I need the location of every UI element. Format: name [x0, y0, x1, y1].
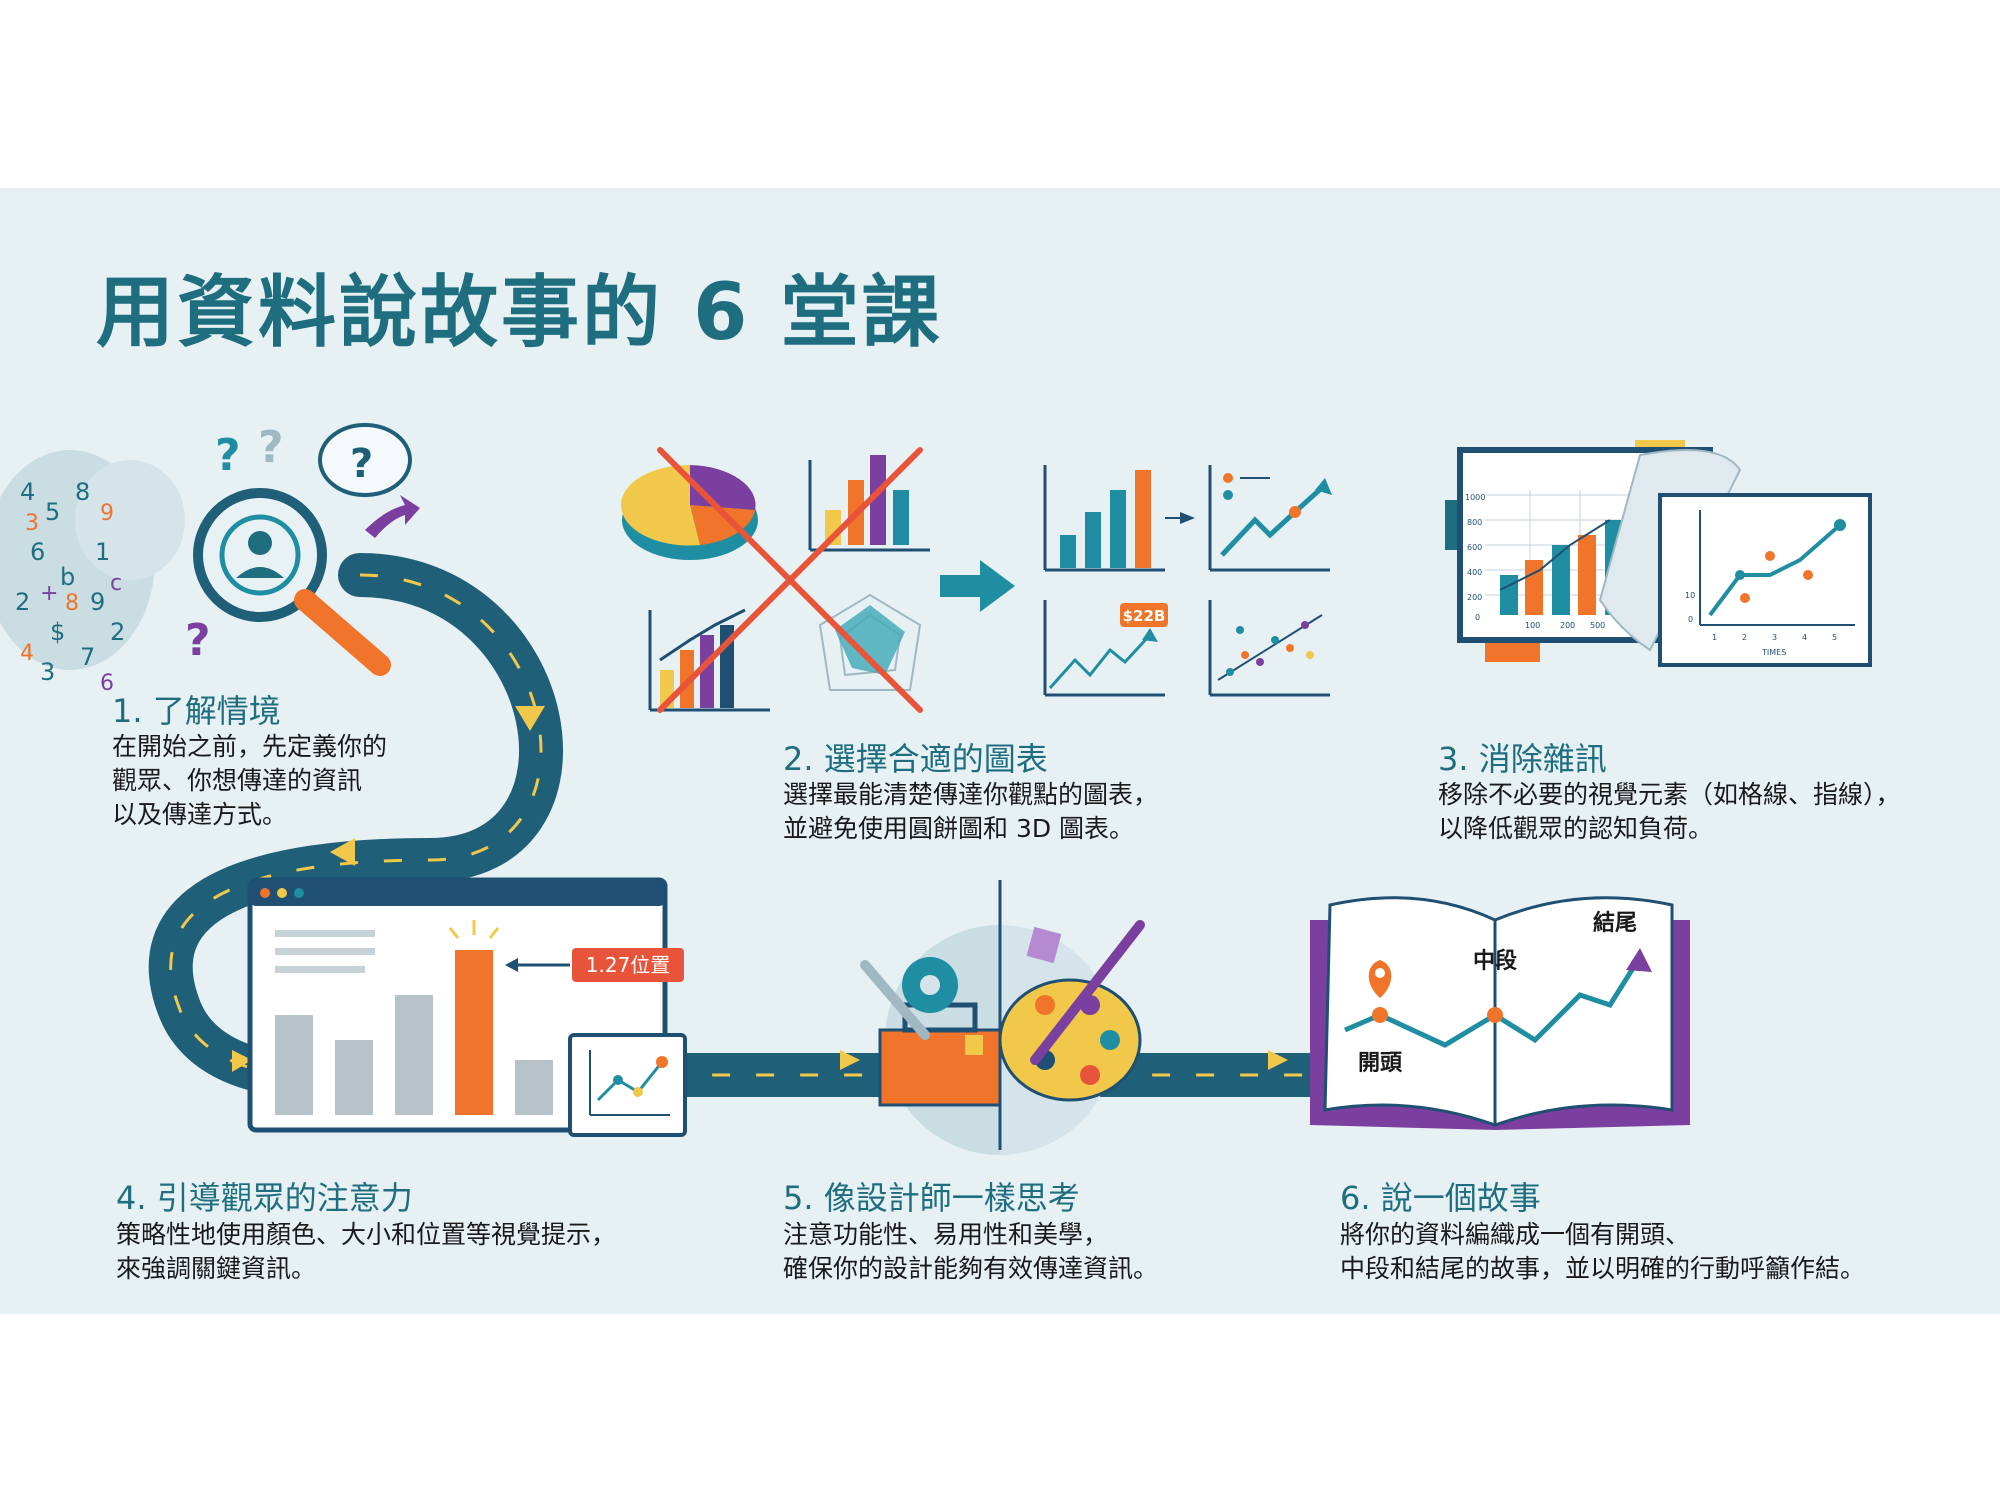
svg-text:1000: 1000	[1465, 493, 1485, 502]
svg-text:b: b	[60, 563, 75, 591]
step-6-title: 6. 說一個故事	[1340, 1179, 1541, 1217]
good-bar-chart-icon	[1043, 465, 1195, 572]
step-3-description: 移除不必要的視覺元素（如格線、指線）， 以降低觀眾的認知負荷。	[1438, 780, 1901, 843]
story-start-label: 開頭	[1358, 1051, 1403, 1076]
svg-text:2: 2	[1742, 633, 1747, 642]
dashboard-window-icon: 1.27位置	[247, 877, 684, 1133]
bar-3d-chart-icon	[808, 455, 930, 552]
svg-text:200: 200	[1467, 593, 1482, 602]
svg-text:4: 4	[1802, 633, 1807, 642]
svg-text:10: 10	[1685, 591, 1695, 600]
story-end-label: 結尾	[1593, 910, 1637, 936]
svg-text:2: 2	[15, 588, 30, 616]
svg-text:2: 2	[110, 618, 125, 646]
page-title: 用資料說故事的 6 堂課	[96, 268, 943, 358]
svg-text:3: 3	[25, 511, 39, 536]
step-2-title: 2. 選擇合適的圖表	[783, 740, 1048, 778]
svg-text:8: 8	[65, 591, 79, 616]
svg-text:9: 9	[100, 501, 114, 526]
svg-text:3: 3	[1772, 633, 1777, 642]
trend-line-chart-icon: $22B	[1043, 600, 1168, 697]
story-book-icon: 開頭 中段 結尾	[1310, 896, 1690, 1130]
mini-line-chart-icon	[568, 1033, 687, 1137]
svg-text:1: 1	[95, 538, 110, 566]
svg-text:9: 9	[90, 588, 105, 616]
svg-text:600: 600	[1467, 543, 1482, 552]
price-tag: $22B	[1123, 607, 1166, 625]
svg-text:500: 500	[1590, 621, 1605, 630]
svg-text:7: 7	[80, 643, 95, 671]
svg-text:1: 1	[1712, 633, 1717, 642]
svg-text:5: 5	[45, 498, 60, 526]
svg-text:?: ?	[215, 430, 241, 481]
story-middle-label: 中段	[1473, 948, 1517, 974]
svg-text:200: 200	[1560, 621, 1575, 630]
svg-text:100: 100	[1525, 621, 1540, 630]
svg-text:+: +	[40, 581, 58, 606]
svg-text:TIMES: TIMES	[1761, 648, 1786, 657]
speech-bubble-icon: ?	[318, 423, 412, 497]
magnifier-icon	[193, 488, 391, 676]
step-1-description: 在開始之前，先定義你的 觀眾、你想傳達的資訊 以及傳達方式。	[112, 732, 388, 829]
clean-chart-icon: 10 0 1 2 3 4 5 TIMES	[1658, 493, 1872, 667]
scatter-chart-icon	[1208, 600, 1330, 697]
svg-text:?: ?	[350, 441, 373, 487]
arrow-right-icon	[940, 560, 1015, 612]
radar-chart-icon	[818, 593, 922, 691]
step-6-description: 將你的資料編織成一個有開頭、 中段和結尾的故事，並以明確的行動呼籲作結。	[1340, 1220, 1866, 1283]
svg-text:$: $	[50, 618, 65, 646]
svg-text:5: 5	[1832, 633, 1837, 642]
step-3-title: 3. 消除雜訊	[1438, 740, 1607, 778]
question-marks-icon: ? ? ?	[185, 422, 284, 666]
step-1-title: 1. 了解情境	[112, 692, 281, 730]
road-arrows	[232, 706, 1288, 1072]
road-dashes	[169, 573, 1400, 1077]
svg-text:400: 400	[1467, 568, 1482, 577]
svg-text:?: ?	[258, 422, 284, 473]
step-5-description: 注意功能性、易用性和美學， 確保你的設計能夠有效傳達資訊。	[783, 1220, 1159, 1283]
svg-text:0: 0	[1475, 613, 1480, 622]
step-2-description: 選擇最能清楚傳達你觀點的圖表， 並避免使用圓餅圖和 3D 圖表。	[783, 780, 1159, 843]
svg-text:6: 6	[100, 671, 114, 696]
svg-text:8: 8	[75, 478, 90, 506]
toolbox-palette-icon	[860, 880, 1145, 1155]
good-line-chart-icon	[1208, 465, 1332, 572]
svg-text:c: c	[110, 571, 122, 596]
svg-text:4: 4	[20, 478, 35, 506]
svg-text:3: 3	[40, 658, 55, 686]
step-4-title: 4. 引導觀眾的注意力	[116, 1179, 413, 1217]
purple-arrow-icon	[365, 495, 420, 538]
step-5-title: 5. 像設計師一樣思考	[783, 1179, 1080, 1217]
cross-out-icon	[657, 447, 923, 713]
step-4-description: 策略性地使用顏色、大小和位置等視覺提示， 來強調關鍵資訊。	[116, 1220, 617, 1283]
svg-text:0: 0	[1688, 615, 1693, 624]
svg-text:4: 4	[20, 641, 34, 666]
svg-text:6: 6	[30, 538, 45, 566]
svg-text:?: ?	[185, 615, 211, 666]
svg-text:800: 800	[1467, 518, 1482, 527]
highlight-tag: 1.27位置	[586, 953, 671, 977]
